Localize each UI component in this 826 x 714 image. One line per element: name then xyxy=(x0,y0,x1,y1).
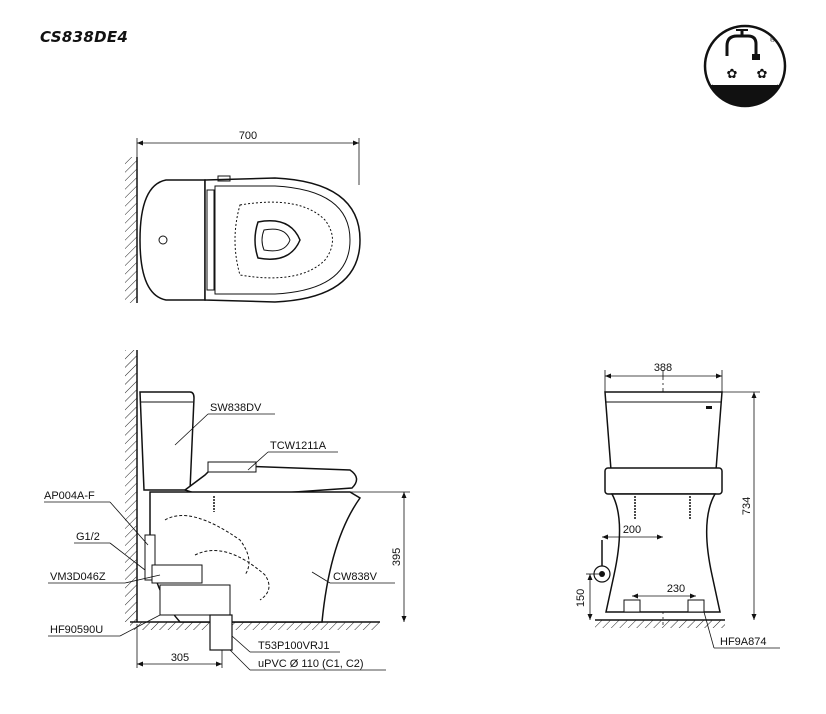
part-label-bowl: CW838V xyxy=(333,571,378,583)
part-label-flange: HF90590U xyxy=(50,624,103,636)
side-wall-hatch xyxy=(125,350,137,622)
dim-base-width-230: 230 xyxy=(667,583,685,595)
tank-front xyxy=(604,391,723,471)
seat-front xyxy=(604,467,723,495)
faucet-badge-icon: ✿ ✿ ® xyxy=(703,24,787,108)
tank-side xyxy=(139,391,195,491)
part-label-inlet-valve: AP004A-F xyxy=(44,490,95,502)
dim-width-388: 388 xyxy=(654,362,672,374)
svg-text:✿: ✿ xyxy=(727,66,738,81)
dim-height-734: 734 xyxy=(741,497,753,515)
front-floor-hatch xyxy=(595,620,725,628)
dim-supply-offset-200: 200 xyxy=(623,524,641,536)
dim-supply-height-150: 150 xyxy=(575,589,587,607)
side-view: 395 305 SW838DV TCW1211A AP004A-F G1/2 V… xyxy=(44,350,410,671)
tank-top xyxy=(139,179,206,301)
model-code: CS838DE4 xyxy=(40,28,129,46)
seat-side xyxy=(183,464,358,499)
seat-top xyxy=(204,177,361,303)
part-label-stop-valve: VM3D046Z xyxy=(50,571,106,583)
part-label-outlet: T53P100VRJ1 xyxy=(258,640,330,652)
top-view: 700 xyxy=(125,130,361,303)
svg-text:✿: ✿ xyxy=(757,66,768,81)
part-label-seat: TCW1211A xyxy=(270,440,327,452)
wall-hatch xyxy=(125,157,137,303)
bowl-front xyxy=(605,493,721,613)
part-label-tank: SW838DV xyxy=(210,402,262,414)
front-view: 388 734 200 150 230 HF9A874 xyxy=(575,362,780,649)
side-floor-hatch xyxy=(130,622,380,630)
part-label-pipe: uPVC Ø 110 (C1, C2) xyxy=(258,658,364,670)
dim-depth-305: 305 xyxy=(171,652,189,664)
part-label-fixing: HF9A874 xyxy=(720,636,766,648)
dim-height-395: 395 xyxy=(391,548,403,566)
dim-length-700: 700 xyxy=(239,130,257,142)
registered-mark: ® xyxy=(770,36,776,44)
part-label-supply-thread: G1/2 xyxy=(76,531,100,543)
